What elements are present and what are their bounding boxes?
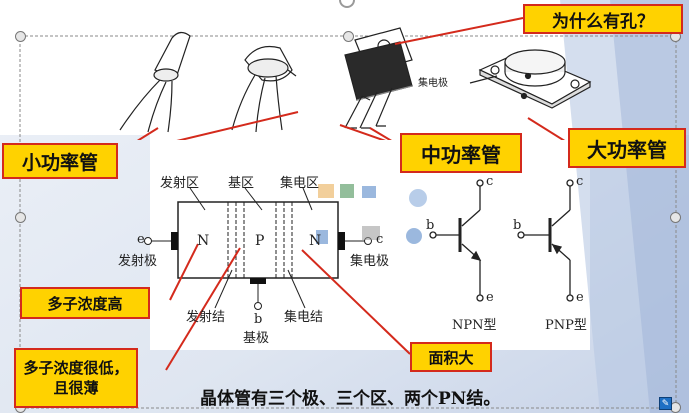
npn-type-label: NPN型 <box>452 318 497 333</box>
slide-action-icon[interactable]: ✎ <box>659 397 672 410</box>
resize-handle-middle-right[interactable] <box>670 212 681 223</box>
emitter-region-label: 发射区 <box>160 176 200 191</box>
small-power-transistor-drawing <box>119 31 191 133</box>
large-power-transistor-drawing <box>469 49 592 109</box>
large-power-callout[interactable]: 大功率管 <box>568 128 686 168</box>
resize-handle-top-left[interactable] <box>15 31 26 42</box>
collector-pole-label: 集电极 <box>350 254 390 269</box>
collector-region-label: 集电区 <box>280 176 320 191</box>
why-hole-callout[interactable]: 为什么有孔？ <box>523 4 683 34</box>
npn-e-label: e <box>486 290 494 305</box>
majority-high-callout[interactable]: 多子浓度高 <box>20 287 150 319</box>
summary-sentence: 晶体管有三个极、三个区、两个PN结。 <box>200 389 501 409</box>
large-area-callout[interactable]: 面积大 <box>410 342 492 372</box>
npn-c-label: c <box>486 174 494 189</box>
majority-low-thin-text: 多子浓度很低，且很薄 <box>23 359 129 397</box>
pnp-type-label: PNP型 <box>545 318 587 333</box>
npn-symbol <box>429 179 484 302</box>
emitter-terminal-label: e <box>137 232 145 247</box>
base-terminal-label: b <box>254 312 263 327</box>
placeholder-icons <box>316 184 427 244</box>
pnp-c-label: c <box>576 174 584 189</box>
majority-low-thin-callout[interactable]: 多子浓度很低，且很薄 <box>14 348 138 408</box>
base-region-label: 基区 <box>228 176 255 191</box>
emitter-junction-label: 发射结 <box>186 310 226 325</box>
resize-handle-middle-left[interactable] <box>15 212 26 223</box>
medium-power-callout[interactable]: 中功率管 <box>400 133 522 173</box>
transistor-photos <box>119 17 592 140</box>
collector-terminal-label: c <box>376 232 384 247</box>
small-power-callout[interactable]: 小功率管 <box>2 143 118 179</box>
base-pole-label: 基极 <box>243 331 270 346</box>
pnp-symbol <box>517 179 574 302</box>
collector-junction-label: 集电结 <box>284 310 324 325</box>
pnp-b-label: b <box>513 218 522 233</box>
npn-b-label: b <box>426 218 435 233</box>
emitter-pole-label: 发射极 <box>118 254 158 269</box>
resize-handle-top-center[interactable] <box>343 31 354 42</box>
collector-n-label: N <box>309 233 322 249</box>
photo-collector-label: 集电极 <box>418 78 448 89</box>
pnp-e-label: e <box>576 290 584 305</box>
medium-power-transistor-drawing <box>344 27 413 129</box>
base-p-label: P <box>255 233 265 249</box>
emitter-n-label: N <box>197 233 210 249</box>
small-metal-transistor-drawing <box>231 45 297 133</box>
